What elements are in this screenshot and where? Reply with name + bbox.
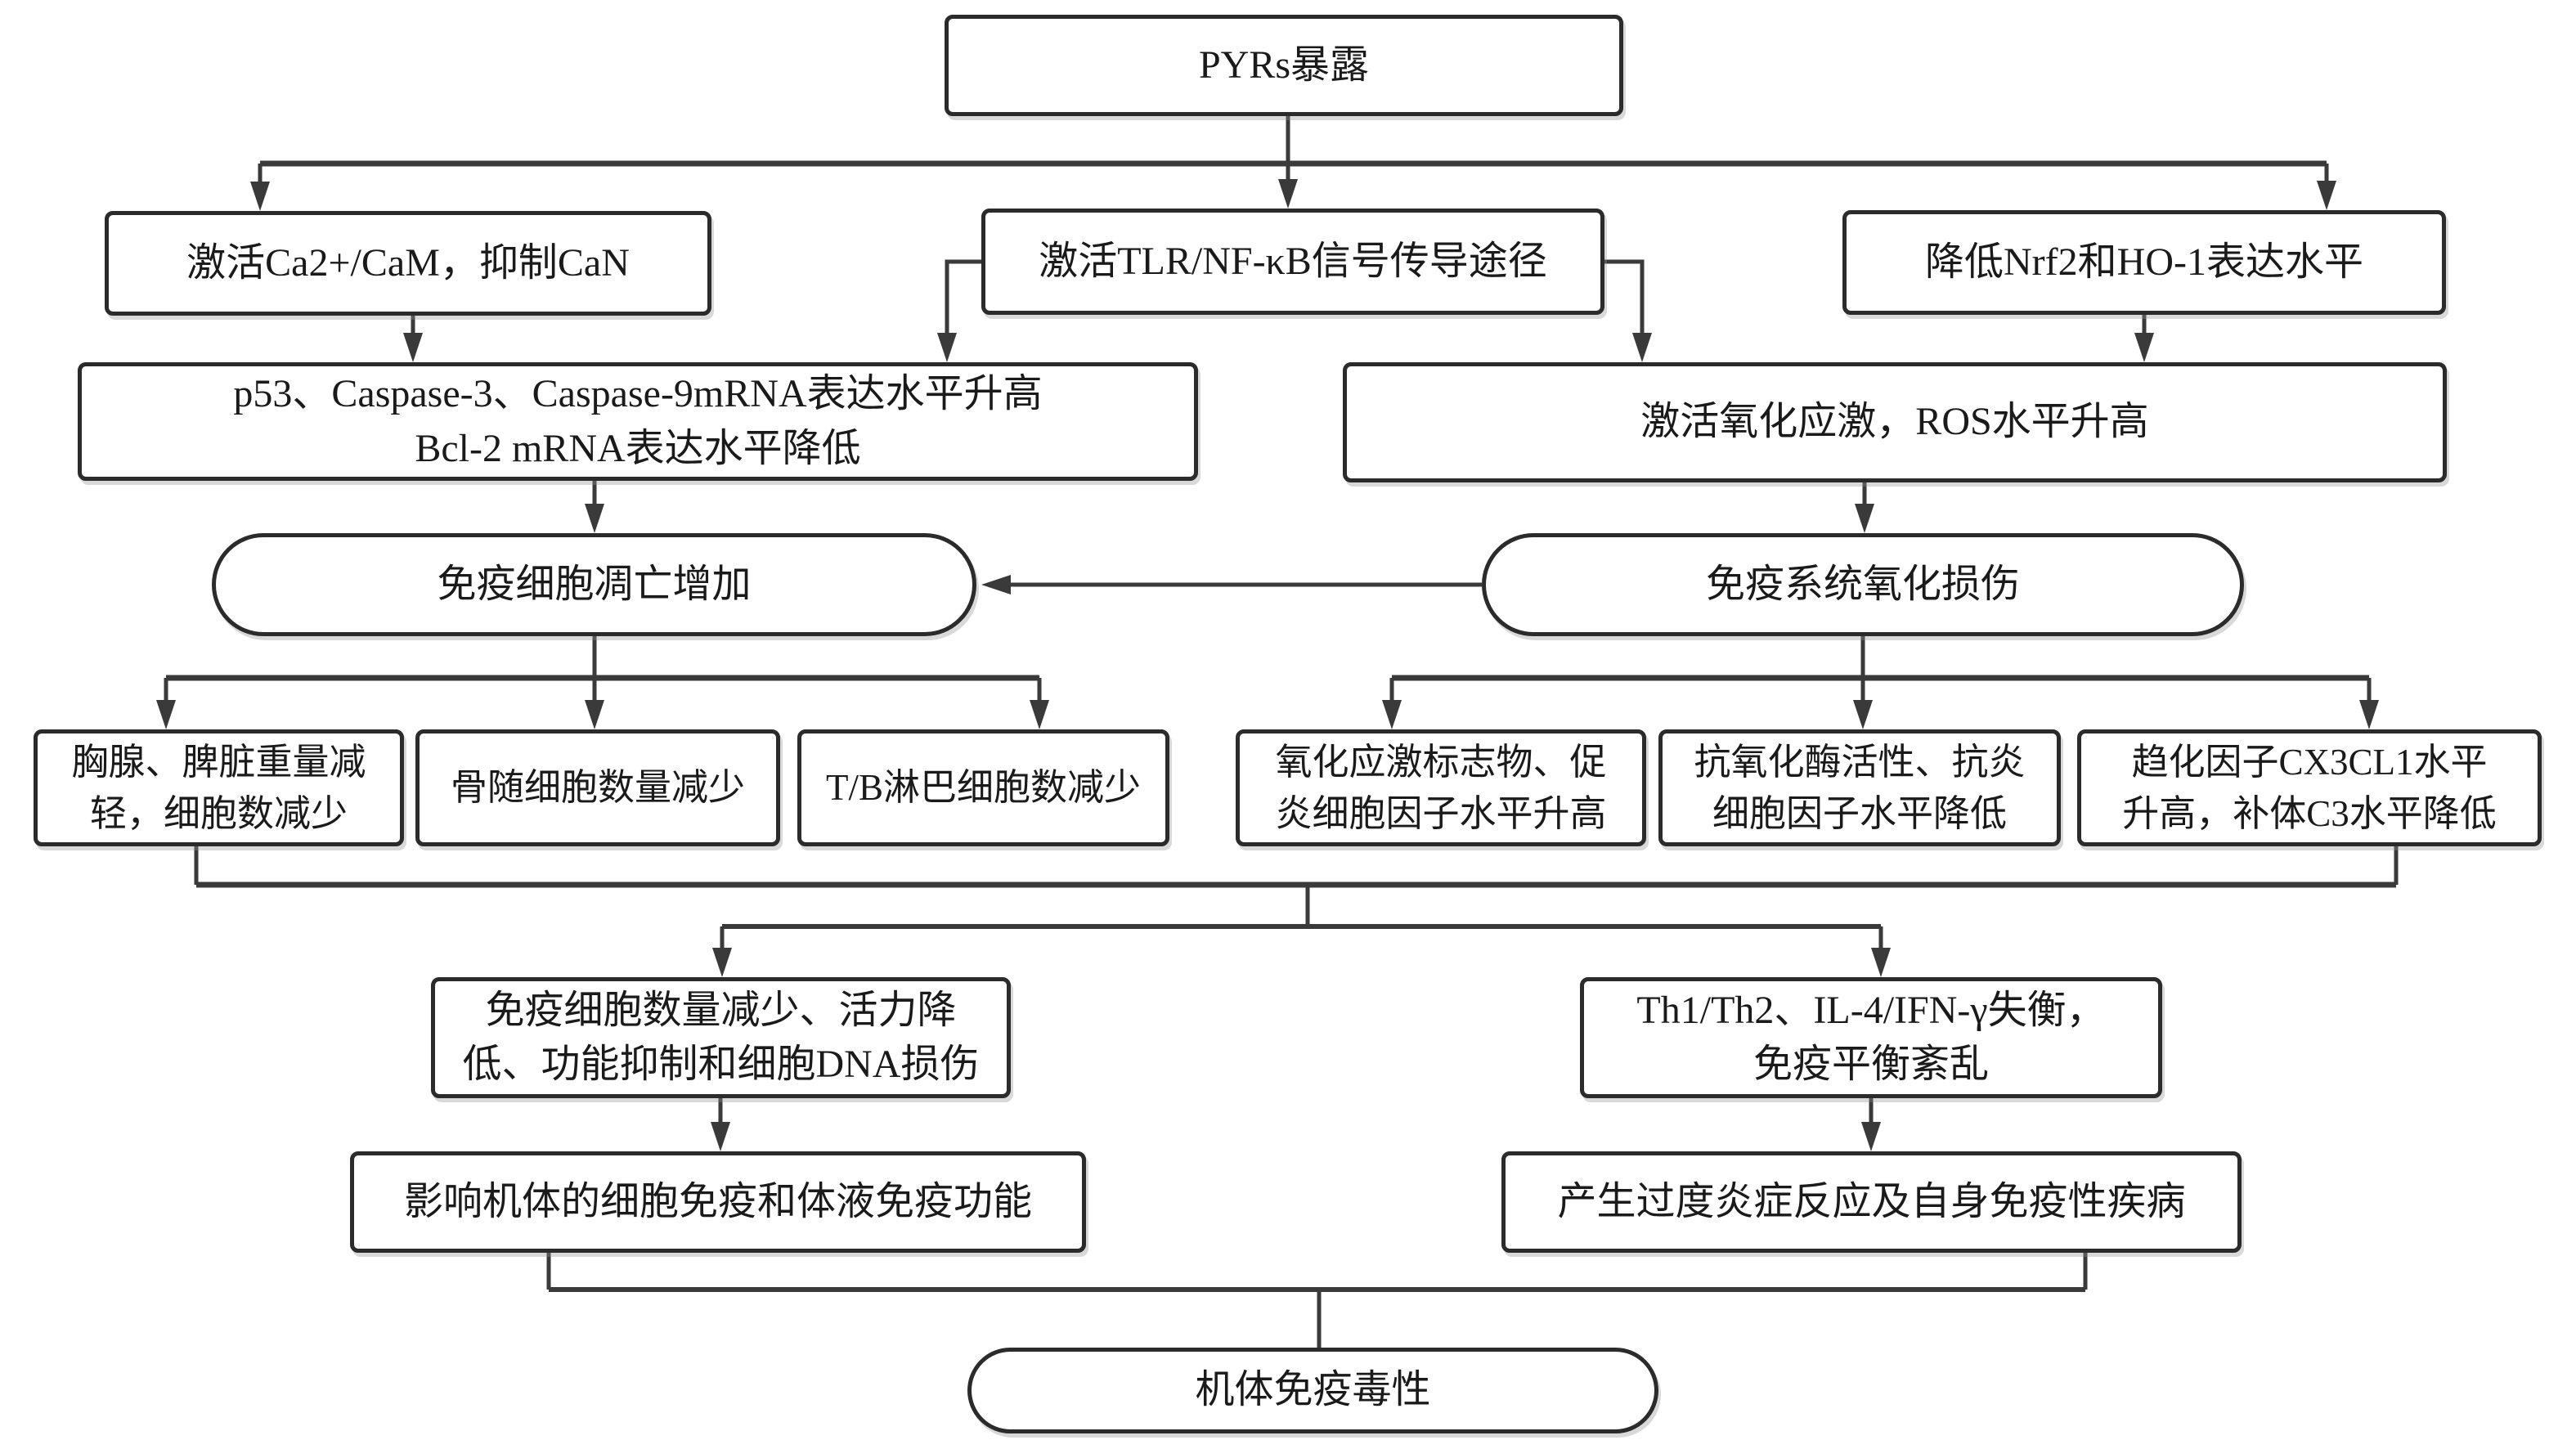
node-immune-cell-decline: 免疫细胞数量减少、活力降 低、功能抑制和细胞DNA损伤: [431, 977, 1011, 1098]
node-th-imbalance: Th1/Th2、IL-4/IFN-γ失衡， 免疫平衡紊乱: [1580, 977, 2162, 1098]
connector-lines: [164, 116, 2399, 1349]
node-cellular-humoral-immunity: 影响机体的细胞免疫和体液免疫功能: [350, 1151, 1086, 1253]
node-bone-marrow: 骨随细胞数量减少: [415, 729, 780, 846]
node-antioxidant-enzymes: 抗氧化酶活性、抗炎 细胞因子水平降低: [1658, 729, 2061, 846]
node-oxidative-markers: 氧化应激标志物、促 炎细胞因子水平升高: [1236, 729, 1646, 846]
node-chemokine-cx3cl1: 趋化因子CX3CL1水平 升高，补体C3水平降低: [2077, 729, 2542, 846]
node-oxidative-stress-ros: 激活氧化应激，ROS水平升高: [1343, 362, 2447, 482]
node-apoptosis-increase: 免疫细胞凋亡增加: [212, 533, 976, 636]
node-activate-tlr-nfkb: 激活TLR/NF-κB信号传导途径: [981, 209, 1604, 315]
node-thymus-spleen: 胸腺、脾脏重量减 轻，细胞数减少: [34, 729, 404, 846]
node-pyrs-exposure: PYRs暴露: [945, 15, 1623, 116]
node-immune-oxidative-damage: 免疫系统氧化损伤: [1482, 533, 2244, 636]
node-inflammation-autoimmune: 产生过度炎症反应及自身免疫性疾病: [1501, 1151, 2242, 1253]
node-reduce-nrf2-ho1: 降低Nrf2和HO-1表达水平: [1842, 210, 2446, 315]
node-immunotoxicity: 机体免疫毒性: [967, 1348, 1658, 1433]
node-tb-lymphocytes: T/B淋巴细胞数减少: [797, 729, 1169, 846]
node-p53-caspase-mrna: p53、Caspase-3、Caspase-9mRNA表达水平升高 Bcl-2 …: [78, 362, 1198, 481]
node-activate-ca-cam: 激活Ca2+/CaM，抑制CaN: [105, 211, 711, 316]
